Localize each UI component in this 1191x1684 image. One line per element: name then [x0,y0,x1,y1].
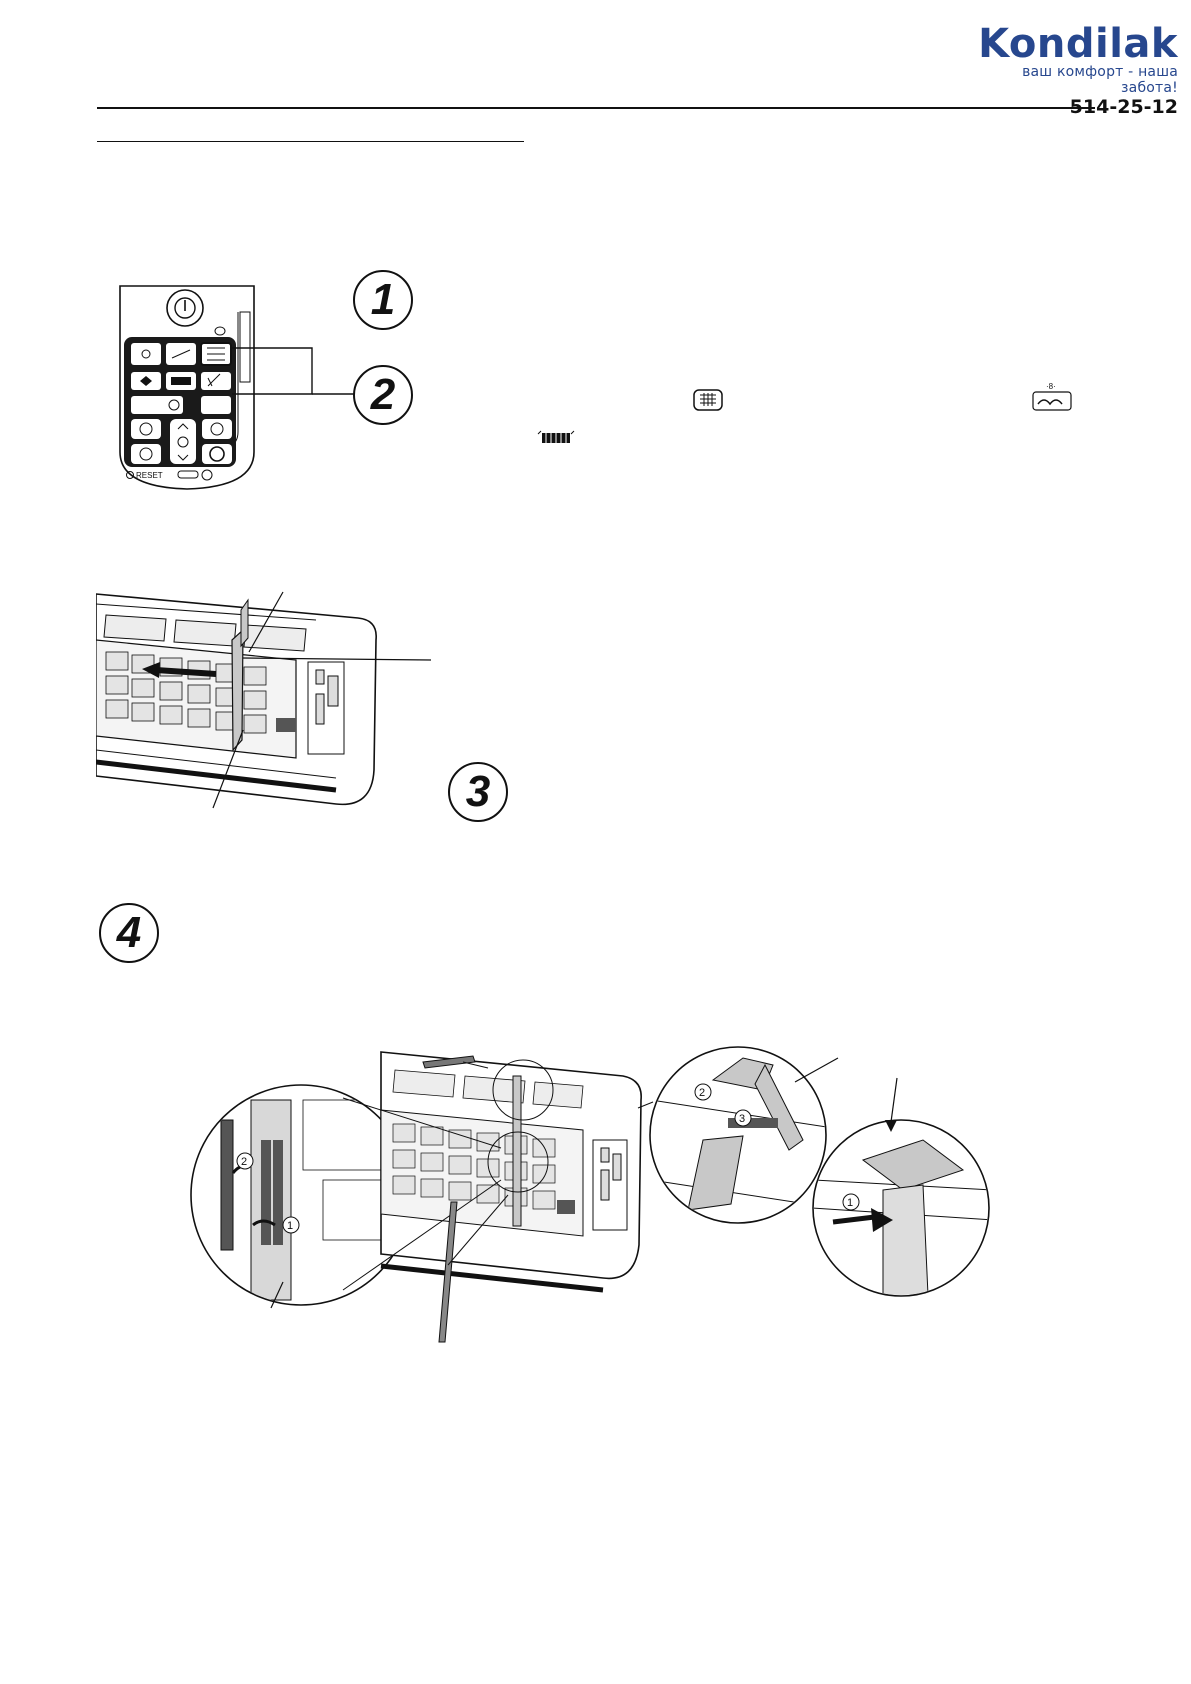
brand-logo: Kondilak ваш комфорт - наша забота! 514-… [978,24,1178,118]
detail-step-3-label: 3 [739,1113,745,1125]
header-rule [97,107,1095,109]
svg-text:·8·: ·8· [1046,382,1056,391]
step-1-marker: 1 [353,270,413,330]
detail-step-1b-label: 1 [847,1197,853,1209]
section-title-underline [97,141,524,142]
step-3-callout-lines [212,591,432,809]
detail-step-2-label: 2 [241,1156,247,1168]
step-3-marker: 3 [448,762,508,822]
step-2-marker: 2 [353,365,413,425]
brand-phone: 514-25-12 [1069,96,1178,118]
step-4-marker: 4 [99,903,159,963]
filter-removal-detail-illustration: 2 1 2 3 [190,1046,990,1343]
remote-control-illustration: RESET [119,285,255,490]
filter-grid-icon [537,430,575,443]
brand-name: Kondilak [978,21,1178,67]
brand-tagline: ваш комфорт - наша забота! [1022,64,1178,96]
reset-label: RESET [136,471,163,480]
detail-step-2b-label: 2 [699,1087,705,1099]
filter-cleaning-icon [693,389,723,411]
indoor-unit-filter-illustration [96,593,377,806]
self-clean-icon: ·8· [1032,382,1072,411]
step-2-callout-lines [232,347,360,395]
detail-step-1-label: 1 [287,1220,293,1232]
